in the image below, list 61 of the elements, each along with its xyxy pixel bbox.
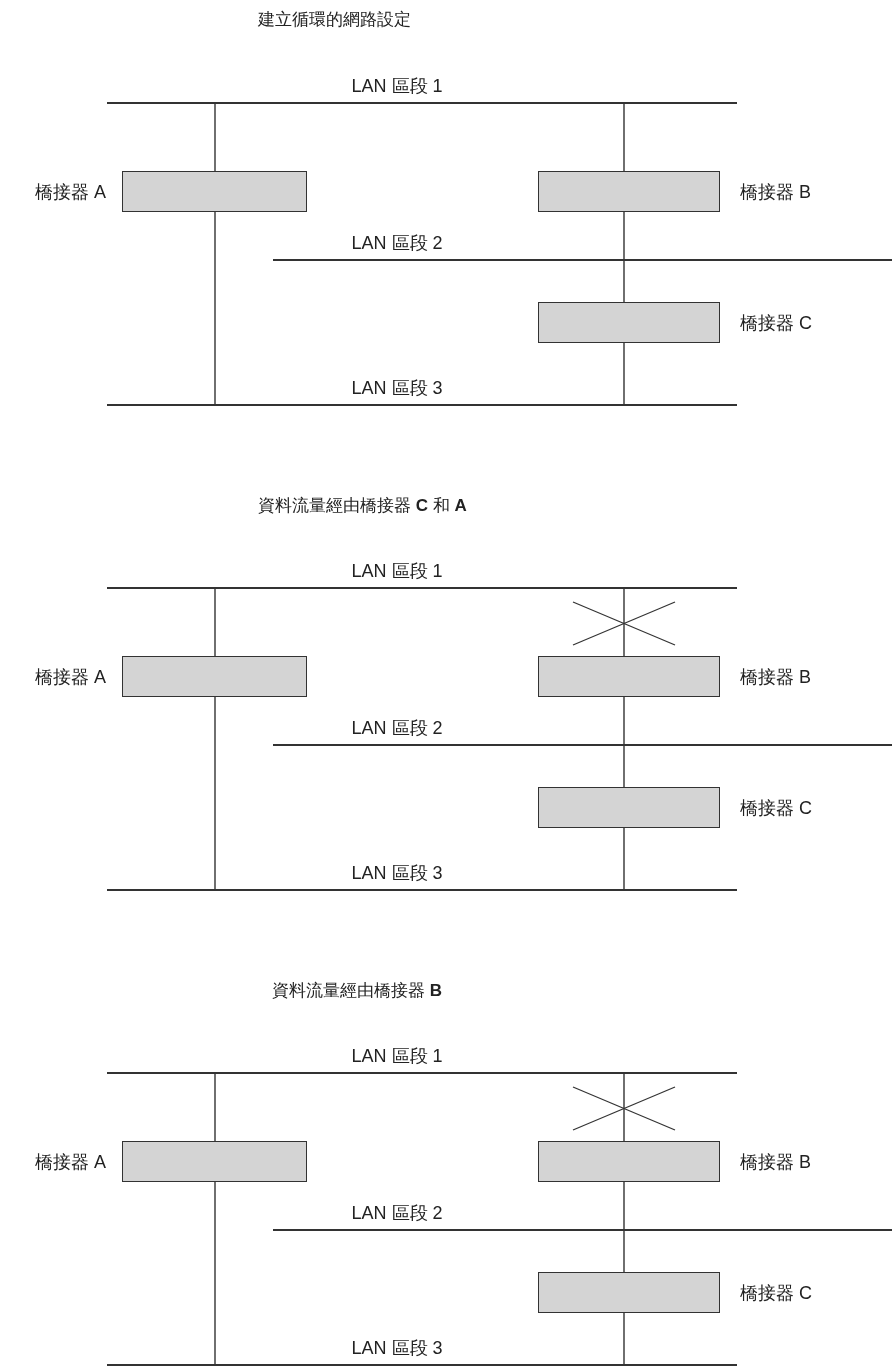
- bridge-box: [538, 1272, 720, 1313]
- segment-label: LAN 區段 3: [350, 377, 444, 399]
- bridge-box: [122, 171, 307, 212]
- connection-line: [623, 260, 625, 303]
- connection-line: [623, 1181, 625, 1230]
- segment-label: LAN 區段 2: [350, 232, 444, 254]
- segment-label: LAN 區段 3: [350, 1337, 444, 1359]
- segment-label: LAN 區段 1: [350, 1045, 444, 1067]
- bridge-label: 橋接器 A: [34, 180, 106, 203]
- bridge-label: 橋接器 B: [740, 1150, 811, 1173]
- connection-line: [214, 1073, 216, 1142]
- lan-segment-line: [273, 1229, 892, 1231]
- lan-segment-line: [107, 889, 737, 891]
- connection-line: [214, 588, 216, 657]
- connection-line: [214, 696, 216, 890]
- connection-line: [214, 211, 216, 405]
- blocked-cross-mark: [573, 602, 675, 645]
- connection-line: [623, 588, 625, 603]
- connection-line: [623, 211, 625, 260]
- bridge-box: [538, 171, 720, 212]
- lan-segment-line: [107, 1072, 737, 1074]
- blocked-cross-mark: [573, 1087, 675, 1130]
- panel-title: 資料流量經由橋接器 B: [272, 980, 442, 1002]
- bridge-box: [122, 656, 307, 697]
- lan-segment-line: [273, 744, 892, 746]
- bridge-label: 橋接器 A: [34, 665, 106, 688]
- connection-line: [623, 745, 625, 788]
- connection-line: [214, 103, 216, 172]
- bridge-box: [538, 656, 720, 697]
- connection-line: [623, 1312, 625, 1365]
- connection-line: [623, 644, 625, 657]
- segment-label: LAN 區段 2: [350, 717, 444, 739]
- connection-line: [623, 1129, 625, 1142]
- segment-label: LAN 區段 2: [350, 1202, 444, 1224]
- connection-line: [623, 342, 625, 405]
- segment-label: LAN 區段 1: [350, 75, 444, 97]
- bridge-label: 橋接器 A: [34, 1150, 106, 1173]
- connection-line: [623, 827, 625, 890]
- connection-line: [623, 696, 625, 745]
- bridge-box: [122, 1141, 307, 1182]
- connection-line: [623, 103, 625, 172]
- panel-title: 資料流量經由橋接器 C 和 A: [258, 495, 467, 517]
- segment-label: LAN 區段 1: [350, 560, 444, 582]
- segment-label: LAN 區段 3: [350, 862, 444, 884]
- connection-line: [623, 1230, 625, 1273]
- connection-line: [214, 1181, 216, 1365]
- lan-segment-line: [107, 1364, 737, 1366]
- lan-segment-line: [107, 587, 737, 589]
- bridge-label: 橋接器 C: [740, 796, 812, 819]
- bridge-label: 橋接器 C: [740, 311, 812, 334]
- lan-segment-line: [107, 102, 737, 104]
- bridge-label: 橋接器 B: [740, 665, 811, 688]
- lan-segment-line: [107, 404, 737, 406]
- lan-segment-line: [273, 259, 892, 261]
- connection-line: [623, 1073, 625, 1088]
- bridge-box: [538, 1141, 720, 1182]
- bridge-label: 橋接器 B: [740, 180, 811, 203]
- bridge-box: [538, 787, 720, 828]
- bridge-label: 橋接器 C: [740, 1281, 812, 1304]
- panel-title: 建立循環的網路設定: [258, 9, 411, 31]
- bridge-box: [538, 302, 720, 343]
